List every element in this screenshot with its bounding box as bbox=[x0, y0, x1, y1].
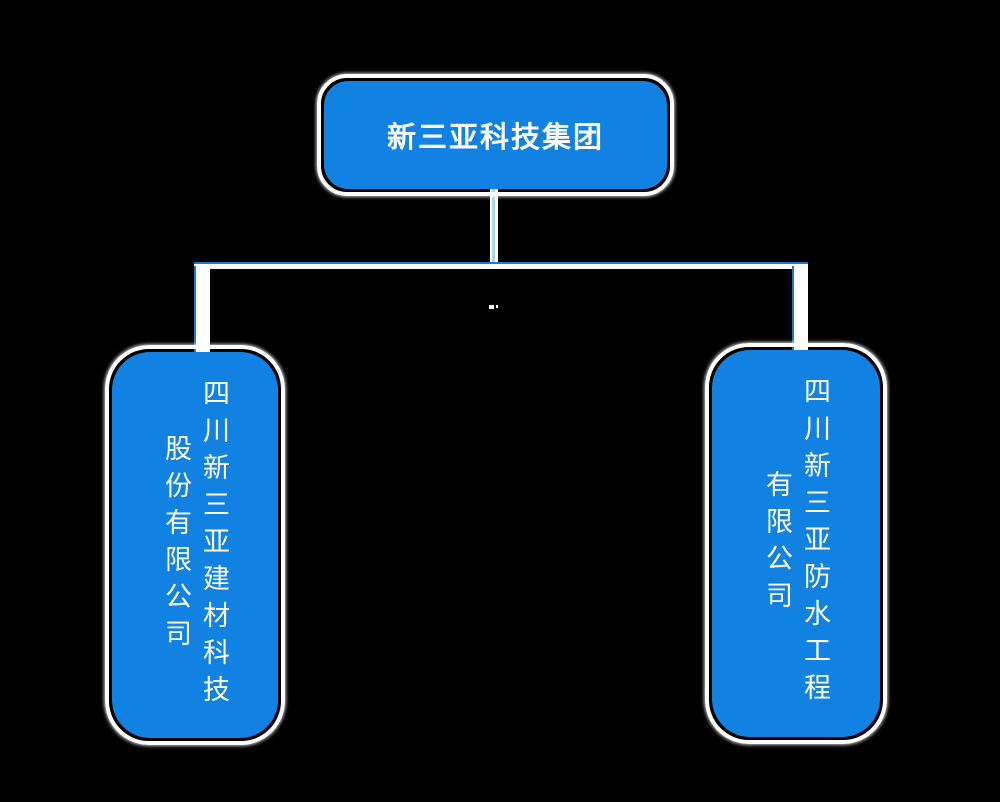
vertical-text-line: 四川新三亚防水工程 bbox=[800, 377, 830, 710]
org-node-subsidiary-right: 四川新三亚防水工程 有限公司 bbox=[705, 343, 887, 744]
org-node-subsidiary-right-label: 四川新三亚防水工程 有限公司 bbox=[758, 377, 834, 710]
connector-drop-right bbox=[792, 266, 808, 350]
org-node-subsidiary-left-label: 四川新三亚建材科技 股份有限公司 bbox=[157, 379, 233, 712]
stray-dot-artifact bbox=[489, 305, 498, 309]
org-node-root-label: 新三亚科技集团 bbox=[386, 122, 604, 154]
vertical-text-line: 有限公司 bbox=[762, 469, 792, 618]
org-node-subsidiary-left: 四川新三亚建材科技 股份有限公司 bbox=[105, 345, 285, 745]
connector-root-stem bbox=[490, 189, 498, 266]
connector-drop-left bbox=[194, 266, 210, 352]
connector-horizontal-bar bbox=[194, 262, 808, 269]
vertical-text-line: 四川新三亚建材科技 bbox=[199, 378, 229, 712]
vertical-text-line: 股份有限公司 bbox=[161, 434, 191, 656]
stray-dot bbox=[496, 305, 498, 308]
stray-dot bbox=[489, 305, 494, 309]
org-node-root: 新三亚科技集团 bbox=[317, 74, 674, 196]
